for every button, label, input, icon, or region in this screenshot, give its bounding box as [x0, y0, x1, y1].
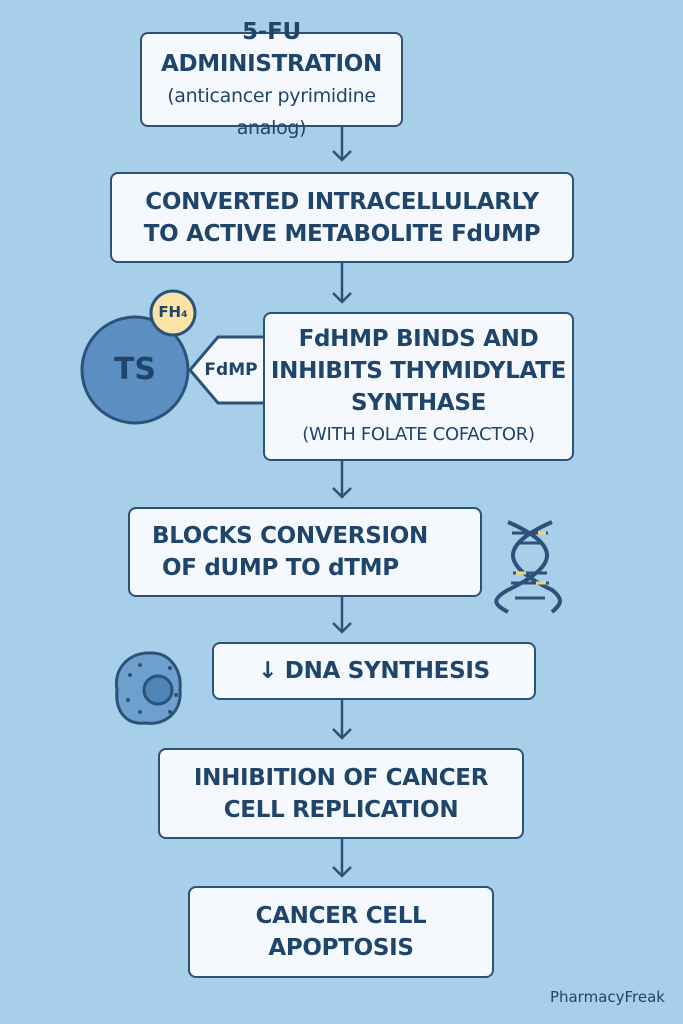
step-line: CELL REPLICATION: [223, 796, 459, 823]
fh4-label: FH₄: [158, 303, 188, 321]
step-line: INHIBITS THYMIDYLATE: [270, 357, 567, 384]
arrow-2: [332, 262, 352, 304]
arrow-4: [332, 596, 352, 634]
dna-icon: [494, 520, 562, 614]
step-line: BLOCKS CONVERSION: [152, 523, 428, 549]
step-line: FdHMP BINDS AND: [298, 325, 539, 352]
step-blocks-conversion: BLOCKS CONVERSION OF dUMP TO dTMP: [128, 507, 482, 597]
step-subtitle: (WITH FOLATE COFACTOR): [302, 423, 535, 445]
watermark: PharmacyFreak: [549, 988, 665, 1006]
step-conversion-fdump: CONVERTED INTRACELLULARLY TO ACTIVE META…: [110, 172, 574, 263]
arrow-5: [332, 699, 352, 740]
step-dna-synthesis: ↓ DNA SYNTHESIS: [212, 642, 536, 700]
ts-enzyme-circle: [80, 315, 190, 425]
step-line: SYNTHASE: [350, 389, 487, 416]
step-inhibition-replication: INHIBITION OF CANCER CELL REPLICATION: [158, 748, 524, 839]
arrow-3: [332, 460, 352, 499]
step-line: CONVERTED INTRACELLULARLY: [145, 188, 539, 215]
cancer-cell-icon: [114, 651, 182, 725]
step-subtitle: (anticancer pyrimidine analog): [167, 84, 376, 139]
step-line: CANCER CELL: [255, 903, 427, 929]
fh4-circle: [149, 289, 197, 337]
step-line: INHIBITION OF CANCER: [193, 764, 489, 791]
arrow-6: [332, 838, 352, 878]
ts-label: TS: [113, 352, 157, 387]
step-apoptosis: CANCER CELL APOPTOSIS: [188, 886, 494, 978]
step-inhibits-ts: FdHMP BINDS AND INHIBITS THYMIDYLATE SYN…: [263, 312, 574, 461]
step-line: OF dUMP TO dTMP: [162, 555, 399, 581]
step-line: ↓ DNA SYNTHESIS: [258, 658, 490, 684]
step-line: APOPTOSIS: [268, 935, 414, 961]
step-5fu-administration: 5-FU ADMINISTRATION (anticancer pyrimidi…: [140, 19, 403, 139]
fdmp-label: FdMP: [204, 360, 258, 380]
step-line: TO ACTIVE METABOLITE FdUMP: [143, 220, 541, 247]
step-title: 5-FU ADMINISTRATION: [161, 18, 382, 77]
arrow-1: [332, 126, 352, 162]
